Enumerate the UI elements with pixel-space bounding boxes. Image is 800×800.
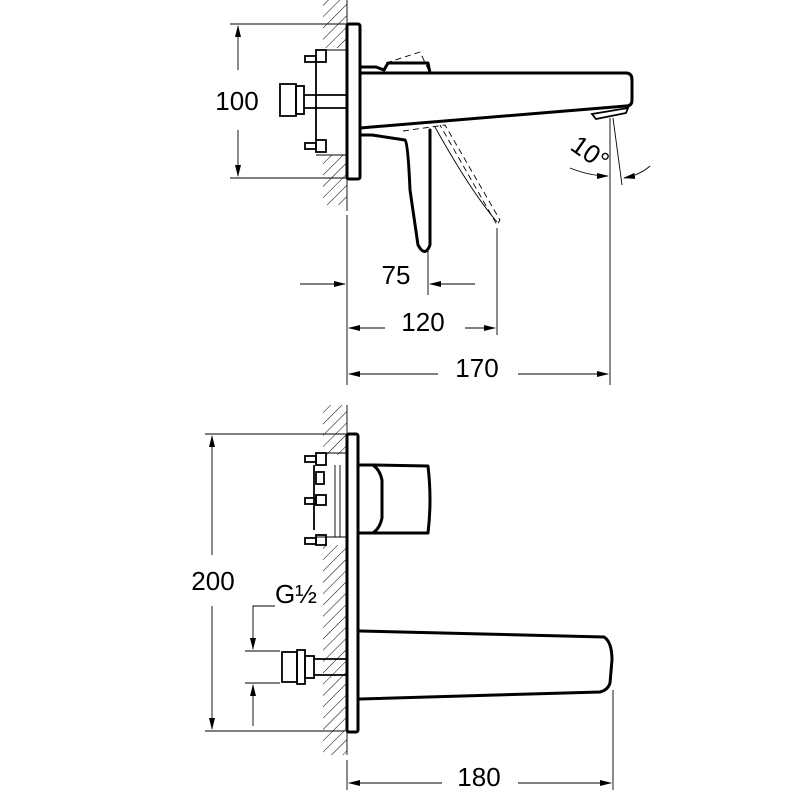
spout-front	[358, 629, 614, 701]
dim-height-200: 200	[191, 566, 234, 596]
concealed-body	[279, 49, 347, 156]
dim-75: 75	[382, 260, 411, 290]
wall-plate-front	[345, 432, 360, 734]
front-view: 200 G½ 180	[191, 405, 614, 792]
lever-side	[358, 128, 432, 253]
wall-plate	[345, 22, 362, 181]
concealed-body-front	[304, 452, 347, 546]
wall-hatch	[323, 545, 347, 755]
spout-side	[358, 71, 634, 130]
inlet-connection	[281, 649, 347, 685]
dim-120: 120	[401, 307, 444, 337]
wall-hatch	[323, 155, 347, 205]
wall-hatch	[323, 405, 347, 455]
dim-170: 170	[455, 353, 498, 383]
dim-height-100: 100	[215, 86, 258, 116]
side-view: 100 10° 75 120 170	[215, 0, 651, 385]
dim-180: 180	[457, 762, 500, 792]
aerator	[590, 106, 630, 120]
dim-thread-g-half: G½	[275, 579, 317, 609]
handle-front	[371, 463, 432, 535]
